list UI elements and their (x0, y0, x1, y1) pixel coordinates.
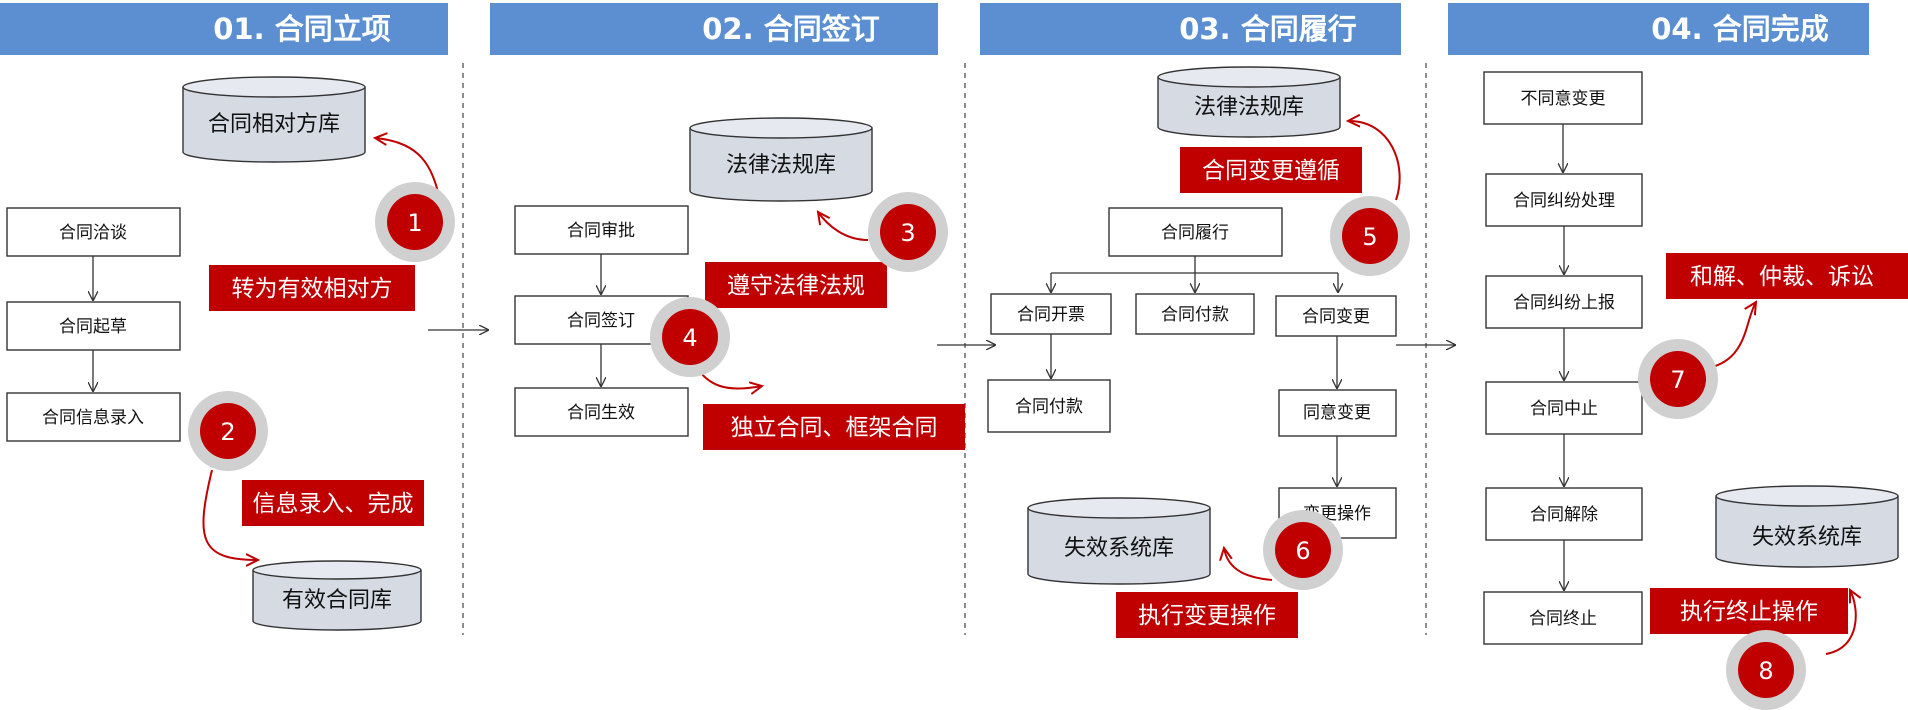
red-label-2: 信息录入、完成 (242, 480, 424, 526)
svg-text:合同审批: 合同审批 (567, 221, 635, 241)
phase-title-2: 02. 合同签订 (702, 12, 879, 46)
svg-text:合同洽谈: 合同洽谈 (59, 223, 127, 243)
box-info-entry: 合同信息录入 (6, 392, 181, 442)
svg-text:3: 3 (900, 219, 915, 247)
box-payment-2: 合同付款 (987, 379, 1111, 433)
svg-text:和解、仲裁、诉讼: 和解、仲裁、诉讼 (1690, 264, 1874, 290)
badge-2: 2 (188, 391, 268, 471)
db-law-3: 法律法规库 (1157, 66, 1341, 138)
svg-text:合同解除: 合同解除 (1530, 505, 1598, 525)
svg-text:合同变更遵循: 合同变更遵循 (1202, 158, 1340, 184)
red-label-6: 执行变更操作 (1116, 592, 1298, 638)
curve-6 (1224, 548, 1273, 581)
svg-text:1: 1 (407, 209, 422, 237)
box-performance: 合同履行 (1108, 207, 1283, 257)
svg-text:合同终止: 合同终止 (1529, 609, 1597, 629)
badge-7: 7 (1638, 339, 1718, 419)
red-label-5: 合同变更遵循 (1180, 147, 1362, 193)
curve-5 (1348, 121, 1401, 201)
db-counterparty-label: 合同相对方库 (208, 112, 340, 137)
phase-title-3: 03. 合同履行 (1179, 12, 1356, 46)
box-agree-change: 同意变更 (1278, 389, 1397, 437)
box-negotiation: 合同洽谈 (6, 207, 181, 257)
svg-text:遵守法律法规: 遵守法律法规 (727, 273, 865, 299)
red-label-1: 转为有效相对方 (209, 265, 415, 311)
box-end: 合同终止 (1483, 591, 1643, 645)
box-dispute-handling: 合同纠纷处理 (1485, 173, 1643, 227)
db-counterparty: 合同相对方库 (182, 76, 366, 163)
db-valid-contracts: 有效合同库 (252, 560, 422, 631)
svg-text:执行终止操作: 执行终止操作 (1680, 599, 1818, 625)
svg-text:信息录入、完成: 信息录入、完成 (253, 491, 414, 517)
phase-header-2: 02. 合同签订 (490, 3, 938, 55)
svg-text:合同付款: 合同付款 (1015, 397, 1083, 417)
db-law-3-label: 法律法规库 (1194, 95, 1304, 120)
box-payment: 合同付款 (1135, 293, 1255, 335)
box-dispute-report: 合同纠纷上报 (1485, 275, 1643, 329)
svg-text:8: 8 (1758, 657, 1773, 685)
badge-6: 6 (1263, 510, 1343, 590)
db-invalid-4: 失效系统库 (1715, 485, 1899, 568)
svg-text:合同信息录入: 合同信息录入 (42, 408, 144, 428)
box-invoice: 合同开票 (990, 293, 1112, 335)
svg-text:合同中止: 合同中止 (1530, 399, 1598, 419)
red-label-7: 和解、仲裁、诉讼 (1666, 253, 1908, 299)
svg-text:转为有效相对方: 转为有效相对方 (232, 276, 393, 302)
red-label-4: 独立合同、框架合同 (703, 404, 965, 450)
red-label-8: 执行终止操作 (1650, 588, 1848, 634)
badge-4: 4 (650, 297, 730, 377)
db-law-2-label: 法律法规库 (726, 153, 836, 178)
svg-text:合同付款: 合同付款 (1161, 305, 1229, 325)
db-invalid-3-label: 失效系统库 (1064, 536, 1174, 561)
svg-text:5: 5 (1362, 223, 1377, 251)
phase-header-3: 03. 合同履行 (980, 3, 1401, 55)
red-label-3: 遵守法律法规 (705, 262, 887, 308)
svg-text:独立合同、框架合同: 独立合同、框架合同 (731, 415, 938, 441)
phase-header-4: 04. 合同完成 (1448, 3, 1869, 55)
svg-text:6: 6 (1295, 537, 1310, 565)
phase-title-1: 01. 合同立项 (213, 12, 390, 46)
curve-8 (1825, 590, 1856, 655)
db-invalid-4-label: 失效系统库 (1752, 525, 1862, 550)
svg-text:合同签订: 合同签订 (567, 311, 635, 331)
badge-5: 5 (1330, 196, 1410, 276)
box-approval: 合同审批 (514, 205, 689, 255)
curve-3 (818, 212, 869, 241)
svg-text:合同纠纷上报: 合同纠纷上报 (1513, 293, 1615, 313)
svg-text:合同纠纷处理: 合同纠纷处理 (1513, 191, 1615, 211)
box-effective: 合同生效 (514, 387, 689, 437)
db-invalid-3: 失效系统库 (1027, 497, 1211, 585)
svg-text:不同意变更: 不同意变更 (1521, 89, 1606, 109)
badge-8: 8 (1726, 630, 1806, 710)
svg-text:合同开票: 合同开票 (1017, 305, 1085, 325)
curve-2 (202, 469, 258, 560)
svg-text:4: 4 (682, 324, 697, 352)
db-law-2: 法律法规库 (689, 117, 873, 202)
box-drafting: 合同起草 (6, 301, 181, 351)
svg-text:合同起草: 合同起草 (59, 317, 127, 337)
svg-text:7: 7 (1670, 366, 1685, 394)
box-suspension: 合同中止 (1485, 381, 1643, 435)
svg-text:2: 2 (220, 418, 235, 446)
phase-title-4: 04. 合同完成 (1651, 12, 1828, 46)
curve-7 (1707, 302, 1756, 369)
box-change: 合同变更 (1275, 295, 1397, 337)
svg-text:合同变更: 合同变更 (1302, 307, 1370, 327)
box-disagree-change: 不同意变更 (1483, 71, 1643, 125)
badge-1: 1 (375, 182, 455, 262)
svg-text:执行变更操作: 执行变更操作 (1138, 603, 1276, 629)
svg-text:合同生效: 合同生效 (567, 403, 635, 423)
box-termination: 合同解除 (1485, 487, 1643, 541)
badge-3: 3 (868, 192, 948, 272)
db-valid-label: 有效合同库 (282, 588, 392, 613)
svg-text:同意变更: 同意变更 (1303, 403, 1371, 423)
phase-header-1: 01. 合同立项 (0, 3, 448, 55)
svg-text:合同履行: 合同履行 (1161, 223, 1229, 243)
